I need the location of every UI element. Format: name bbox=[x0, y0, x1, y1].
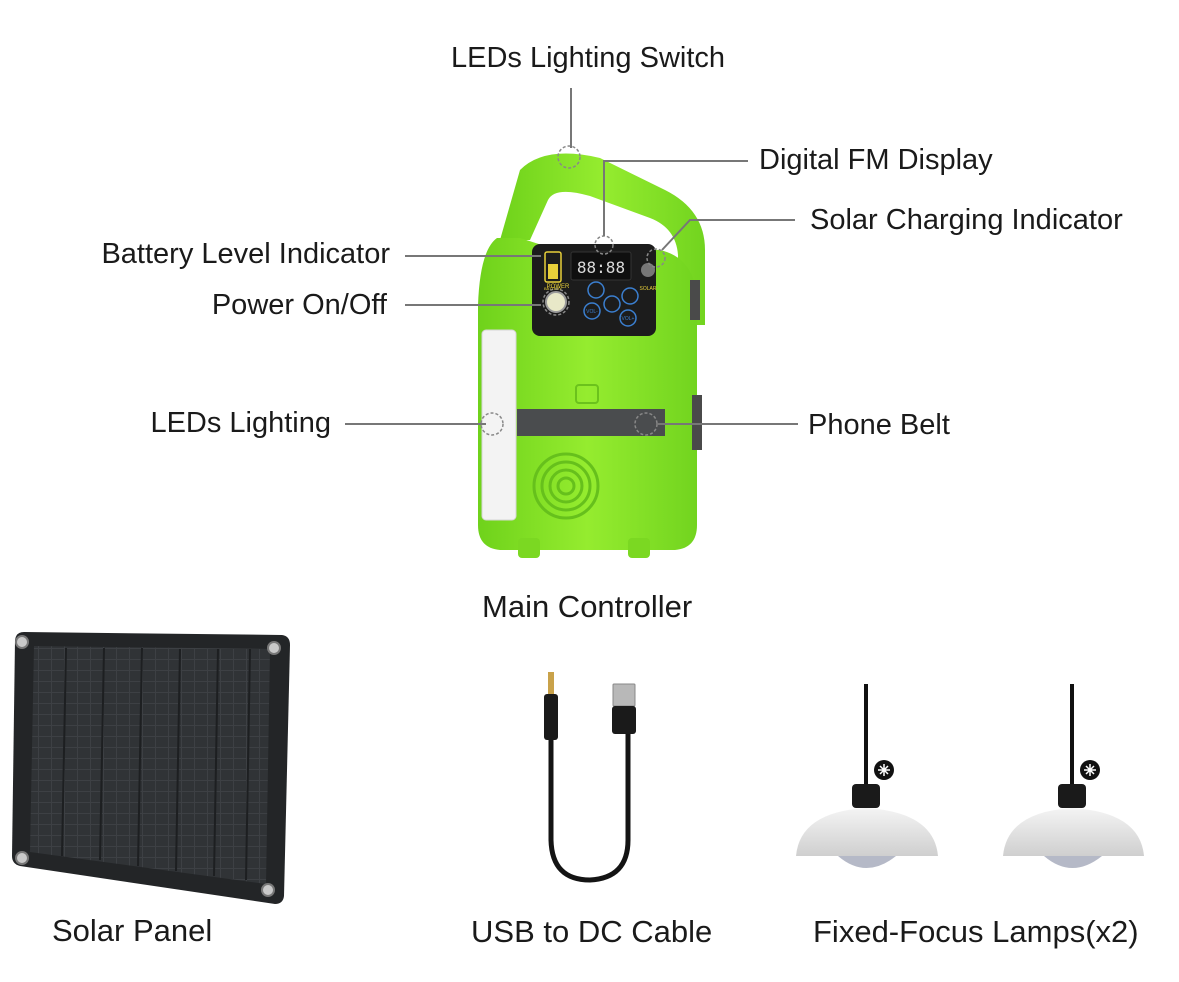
lamp-image-2 bbox=[1003, 684, 1144, 868]
display-digits: 88:88 bbox=[577, 258, 625, 277]
speaker-grille bbox=[532, 452, 600, 520]
lamp-image-1 bbox=[796, 684, 938, 868]
callout-solar-indicator: Solar Charging Indicator bbox=[810, 204, 1123, 236]
leader-lines bbox=[345, 88, 798, 425]
usb-dc-cable-image bbox=[544, 672, 636, 883]
vol-plus-icon bbox=[619, 309, 637, 327]
callout-phone-belt: Phone Belt bbox=[808, 409, 950, 441]
battery-indicator-icon bbox=[544, 251, 562, 283]
callout-fm-display: Digital FM Display bbox=[759, 144, 993, 176]
vol-plus-label: VOL+ bbox=[622, 316, 635, 322]
vol-minus-label: VOL- bbox=[586, 309, 598, 315]
caption-lamps: Fixed-Focus Lamps(x2) bbox=[813, 914, 1139, 949]
play-button-icon bbox=[603, 295, 621, 313]
caption-solar-panel: Solar Panel bbox=[52, 913, 213, 948]
callout-leds-lighting: LEDs Lighting bbox=[150, 407, 331, 439]
vol-minus-icon bbox=[583, 302, 601, 320]
caption-cable: USB to DC Cable bbox=[471, 914, 713, 949]
callout-power: Power On/Off bbox=[211, 289, 387, 321]
next-button-icon bbox=[621, 287, 639, 305]
caption-main-controller: Main Controller bbox=[482, 589, 693, 624]
battery-label: BATTERY bbox=[544, 286, 562, 291]
prev-button-icon bbox=[587, 281, 605, 299]
main-controller-device bbox=[478, 153, 705, 558]
solar-panel-image bbox=[12, 632, 290, 904]
fm-display-screen bbox=[570, 251, 632, 281]
callout-leds-switch: LEDs Lighting Switch bbox=[451, 42, 726, 74]
power-label: POWER bbox=[547, 284, 570, 290]
callout-battery-indicator: Battery Level Indicator bbox=[101, 238, 390, 270]
led-strip bbox=[481, 329, 517, 521]
solar-label: SOLAR bbox=[640, 286, 657, 292]
phone-belt-strap bbox=[517, 409, 665, 436]
power-knob bbox=[545, 291, 567, 313]
solar-indicator-icon bbox=[641, 263, 655, 277]
